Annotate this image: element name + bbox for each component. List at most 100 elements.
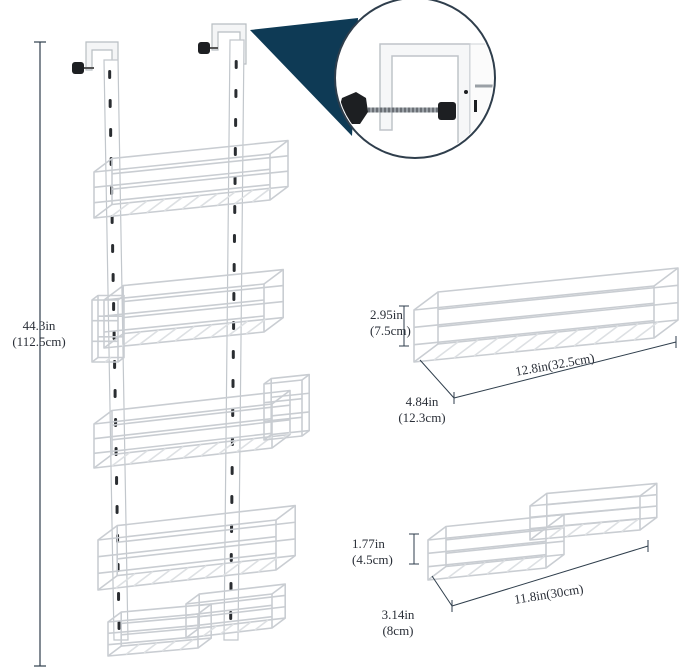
basket-bottom-bar [174,325,195,342]
basket-rail [427,553,547,568]
rail-slot [234,60,238,69]
rail-slot [112,331,116,340]
basket-bottom-bar [553,329,579,349]
basket-bottom-bar [150,568,172,585]
basket-bottom-bar [245,318,266,335]
basket-rail [413,302,655,329]
clamp-detail-callout [250,0,496,159]
basket-bottom-bar [593,325,619,345]
rail-slot [110,215,114,224]
rail-slot [233,205,237,214]
basket-bottom-bar [125,643,140,656]
basket-rail [93,432,273,455]
basket-bottom-bar [453,339,479,359]
basket-bottom-bar [104,356,112,363]
basket-bottom-bar [200,441,220,457]
large-basket-detail [399,267,679,404]
total-height-label: 44.3in (112.5cm) [0,318,78,350]
baskets [91,139,311,657]
basket-rail [111,170,289,190]
basket-rail [93,183,271,204]
basket-edge [275,554,296,571]
basket-edge [271,583,286,595]
basket-bottom-bar [237,621,252,633]
basket-bottom-bar [433,341,459,361]
basket-bottom-bar [602,520,621,534]
basket-bottom-bar [239,558,261,575]
rail-slot [111,273,115,282]
basket-edge [93,409,113,425]
basket-edge [91,356,99,363]
small-basket-dimension-lines [409,533,649,612]
basket-rail [271,392,310,399]
rail-slot [232,263,236,272]
basket-edge [91,294,99,301]
basket-bottom-bar [168,566,189,583]
right-clamp-knob-icon [198,42,218,54]
basket-bottom-bar [282,431,291,439]
basket-edge [93,453,113,469]
basket-edge [185,593,200,605]
basket-rail [123,300,284,319]
basket-rail [107,624,199,635]
basket-rail [117,538,296,560]
basket-edge [103,284,124,301]
basket-bottom-bar [146,447,166,463]
basket-bottom-bar [254,619,269,631]
basket-rail [263,416,303,423]
large-basket-dimension-lines [399,305,677,404]
total-height-metric: (112.5cm) [12,334,66,349]
basket-bottom-bar [234,189,254,205]
basket-bottom-bar [235,437,255,453]
basket-rail [111,155,289,175]
basket-edge [197,603,212,615]
rail-slot [231,379,235,388]
rail-slot [230,495,234,504]
basket-rail [121,614,212,625]
rail-slot [117,621,121,630]
rail-slot [234,118,238,127]
basket-edge [427,525,447,541]
basket-rail [199,594,286,607]
basket-bottom-bar [613,323,639,343]
basket-bottom-bar [466,561,486,577]
basket-edge [117,356,125,363]
basket-bottom-bar [121,331,142,347]
right-rail [223,39,245,641]
basket-front-frame [263,379,303,441]
basket-rail [427,540,547,555]
large-basket-height-metric: (7.5cm) [370,323,411,338]
basket-bottom-bar [513,333,539,353]
basket-bottom-bar [486,559,506,575]
large-basket-depth-imperial: 4.84in [405,394,439,409]
basket-bottom-bar [633,321,659,341]
rail-slot [231,350,235,359]
rail-slot [113,389,117,398]
basket-bottom-bar [179,639,194,651]
basket-bottom-bar [133,570,154,587]
small-basket-height-label: 1.77in (4.5cm) [352,536,408,568]
basket-rail [199,605,286,618]
basket-rail [529,517,641,530]
rail-slot [230,524,234,533]
rail-slot [112,302,116,311]
basket-rail [185,604,273,617]
basket-bottom-bar [525,555,545,571]
rail-slot [229,582,233,591]
basket-rail [107,635,199,646]
basket-bottom-bar [111,202,131,217]
total-height-imperial: 44.3in [22,318,56,333]
basket-edge [413,291,439,311]
basket-edge [529,526,548,541]
basket-edge [93,157,113,173]
basket-rail [437,301,679,328]
basket-edge [263,433,272,441]
basket-edge [427,565,447,581]
basket-bottom-bar [192,324,213,340]
basket-bottom-bar [164,445,184,461]
basket-edge [107,611,122,623]
basket-edge [107,645,122,657]
basket-edge [545,553,565,569]
basket-bottom-bar [584,521,603,536]
